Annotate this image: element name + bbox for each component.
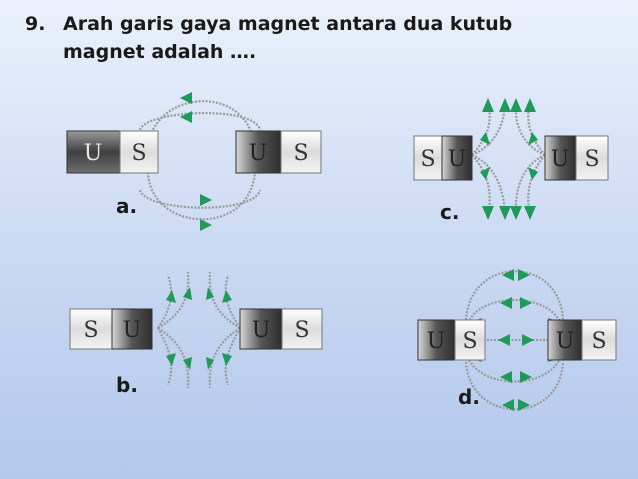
bar-magnet-icon: S U	[69, 308, 153, 350]
pole-label: U	[551, 147, 570, 172]
bar-magnet-icon: U S	[544, 135, 609, 181]
pole-label: U	[556, 329, 575, 354]
option-c-label: c.	[440, 200, 460, 224]
pole-label: U	[427, 329, 446, 354]
field-line-arrow-icon	[180, 92, 212, 231]
field-line	[208, 271, 241, 329]
diagram-a: U S U S	[66, 92, 322, 231]
field-line	[527, 99, 546, 156]
pole-label: S	[591, 329, 606, 354]
field-line	[224, 274, 241, 329]
bar-magnet-icon: U S	[239, 308, 323, 350]
field-line	[138, 111, 262, 131]
option-a-label: a.	[116, 194, 138, 218]
bar-magnet-icon: U S	[547, 319, 617, 361]
diagram-b: S U U S	[69, 271, 323, 389]
pole-label: U	[252, 318, 271, 343]
option-d-label: d.	[458, 385, 480, 409]
pole-label: U	[123, 318, 142, 343]
field-line	[471, 99, 491, 156]
diagram-d: U S U S	[417, 269, 617, 411]
field-line	[208, 327, 241, 389]
field-line	[157, 327, 190, 389]
question-number: 9.	[25, 13, 46, 35]
pole-label: S	[584, 147, 599, 172]
bar-magnet-icon: S U	[413, 135, 473, 181]
field-line	[464, 270, 565, 321]
question-text: Arah garis gaya magnet antara dua kutub …	[63, 13, 513, 63]
pole-label: U	[448, 147, 467, 172]
field-line	[138, 189, 262, 209]
pole-label: U	[249, 141, 268, 166]
pole-label: S	[420, 147, 435, 172]
pole-label: S	[83, 318, 98, 343]
field-line-arrow-icon	[480, 98, 538, 220]
bar-magnet-icon: U S	[235, 130, 322, 174]
pole-label: S	[462, 329, 477, 354]
field-line	[464, 361, 565, 411]
field-line-arrow-icon	[166, 287, 232, 370]
field-line	[514, 153, 546, 219]
bar-magnet-icon: U S	[66, 130, 159, 174]
field-line	[464, 299, 565, 331]
field-line	[157, 274, 173, 329]
pole-label: S	[294, 318, 309, 343]
bar-magnet-icon: U S	[417, 319, 486, 361]
field-line	[157, 271, 190, 329]
diagram-c: S U U S	[413, 98, 609, 220]
pole-label: S	[293, 141, 308, 166]
field-line	[464, 349, 565, 383]
pole-label: S	[131, 141, 146, 166]
option-b-label: b.	[116, 373, 138, 397]
pole-label: U	[84, 141, 103, 166]
field-line	[146, 100, 257, 151]
